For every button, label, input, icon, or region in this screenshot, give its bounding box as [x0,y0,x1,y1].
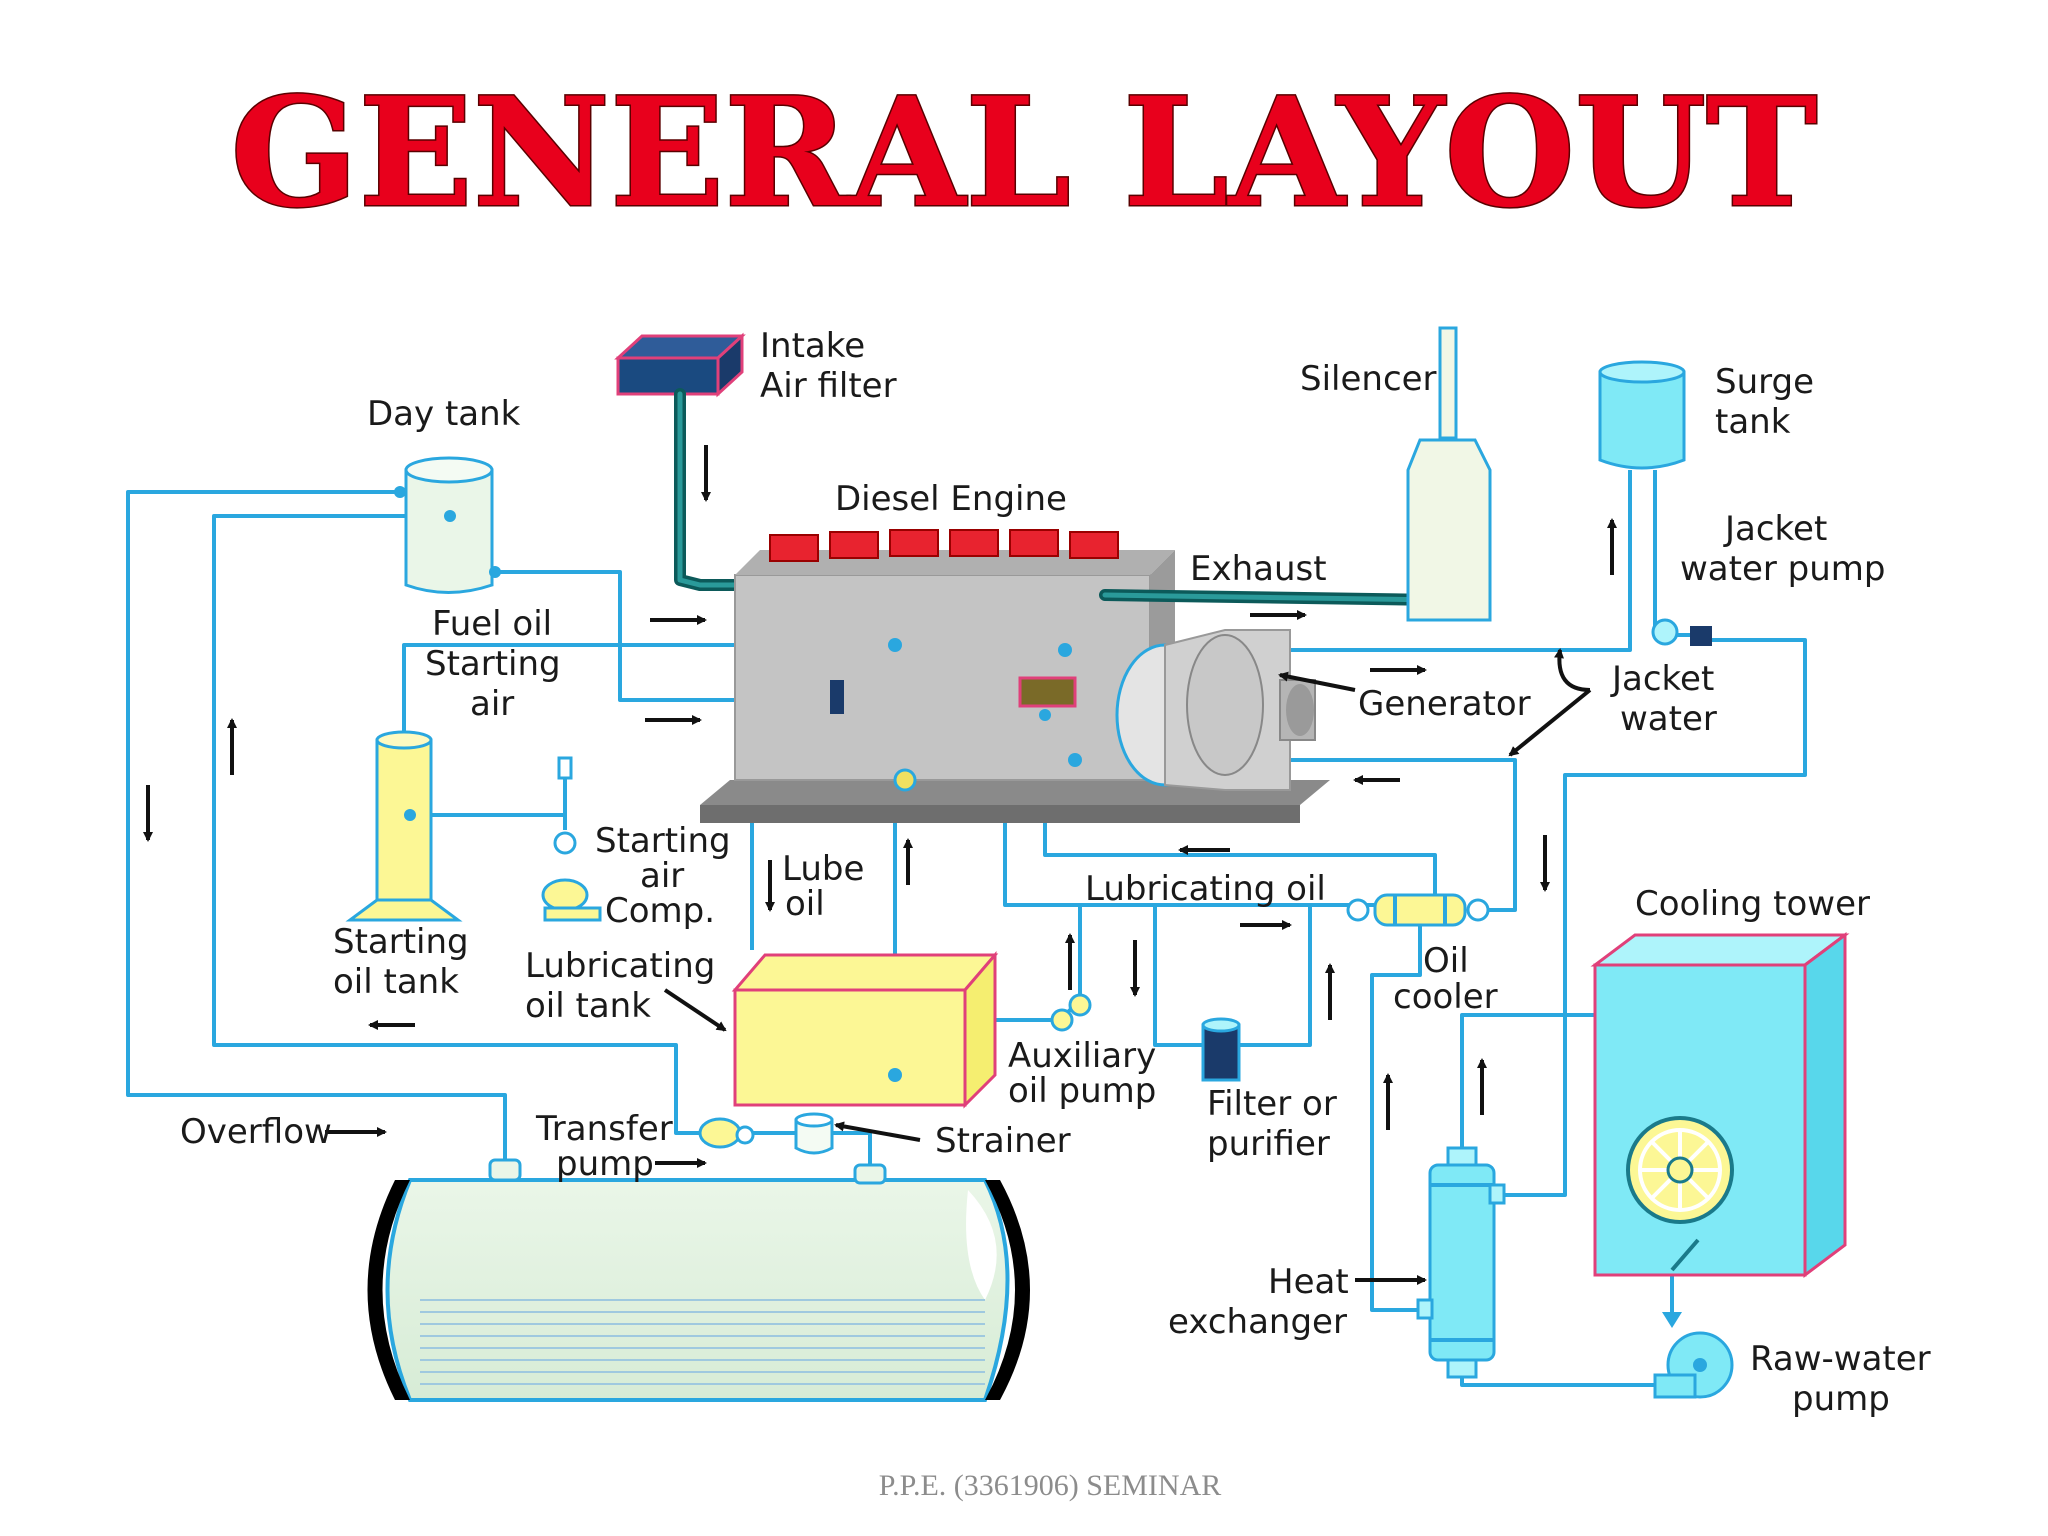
label-air-filter: Air filter [760,366,897,406]
label-starting-oil-tank-2: oil tank [333,962,459,1002]
label-oil-cooler-1: Oil [1423,941,1469,981]
label-starting-air-1: Starting [425,644,561,684]
starting-oil-tank [345,730,463,922]
cooling-fan-icon [1626,1116,1734,1224]
label-oil-cooler-2: cooler [1393,977,1498,1017]
transfer-pump-icon [698,1117,755,1149]
label-starting-comp-3: Comp. [605,891,715,931]
day-tank [394,456,501,594]
label-intake: Intake [760,326,865,366]
heat-exchanger [1416,1146,1506,1379]
label-cooling-tower: Cooling tower [1635,884,1870,924]
label-lube-oil-1: Lube [782,849,864,889]
flow-arrows [143,445,1617,1285]
label-starting-comp-2: air [640,856,684,896]
jacket-water-pump-icon [1651,618,1712,646]
label-starting-comp-1: Starting [595,821,731,861]
label-fuel-oil: Fuel oil [432,604,552,644]
label-starting-oil-tank-1: Starting [333,922,469,962]
label-day-tank: Day tank [367,394,521,434]
label-transfer-1: Transfer [535,1109,673,1149]
diagram-labels: Intake Air filter Silencer Surge tank Da… [180,326,1931,1419]
silencer [1406,326,1492,622]
surge-tank [1598,360,1686,470]
label-lubricating-oil: Lubricating oil [1085,869,1326,909]
label-exhaust: Exhaust [1190,549,1327,589]
raw-water-pump-icon [1653,1295,1734,1399]
filter-purifier [1201,1017,1241,1082]
lubricating-oil-tank [731,950,999,1109]
label-aux-pump-1: Auxiliary [1008,1036,1156,1076]
label-surge-tank: tank [1715,402,1791,442]
label-raw-pump-1: Raw-water [1750,1339,1931,1379]
label-overflow: Overflow [180,1112,332,1152]
label-heat-ex-2: exchanger [1168,1302,1347,1342]
label-lube-oil-2: oil [785,884,825,924]
diesel-engine-icon [700,550,1330,823]
intake-air-filter [614,332,746,398]
strainer-icon [794,1112,834,1155]
label-lub-tank-2: oil tank [525,986,651,1026]
label-transfer-2: pump [556,1144,654,1184]
label-diesel-engine: Diesel Engine [835,479,1067,519]
footer-text: P.P.E. (3361906) SEMINAR [879,1469,1222,1502]
label-jacket-water-2: water [1620,699,1717,739]
label-filter-1: Filter or [1207,1084,1337,1124]
page-title: GENERAL LAYOUT [230,65,1817,241]
label-strainer: Strainer [935,1121,1071,1161]
label-lub-tank-1: Lubricating [525,946,715,986]
label-starting-air-2: air [470,684,514,724]
oil-cooler [1346,893,1490,927]
auxiliary-oil-pump-icon [1050,993,1092,1032]
label-generator: Generator [1358,684,1531,724]
cooling-tower [1590,932,1850,1278]
label-jacket-water-1: Jacket [1610,659,1714,699]
starting-air-compressor-icon [541,756,602,922]
fuel-storage-tank [367,1158,1030,1402]
label-filter-2: purifier [1207,1124,1330,1164]
label-surge: Surge [1715,362,1814,402]
label-aux-pump-2: oil pump [1008,1071,1156,1111]
cylinder-heads [769,529,1119,562]
label-jacket-pump-2: water pump [1680,549,1886,589]
label-heat-ex-1: Heat [1268,1262,1349,1302]
label-silencer: Silencer [1300,359,1437,399]
label-jacket-pump-1: Jacket [1723,509,1827,549]
label-raw-pump-2: pump [1792,1379,1890,1419]
